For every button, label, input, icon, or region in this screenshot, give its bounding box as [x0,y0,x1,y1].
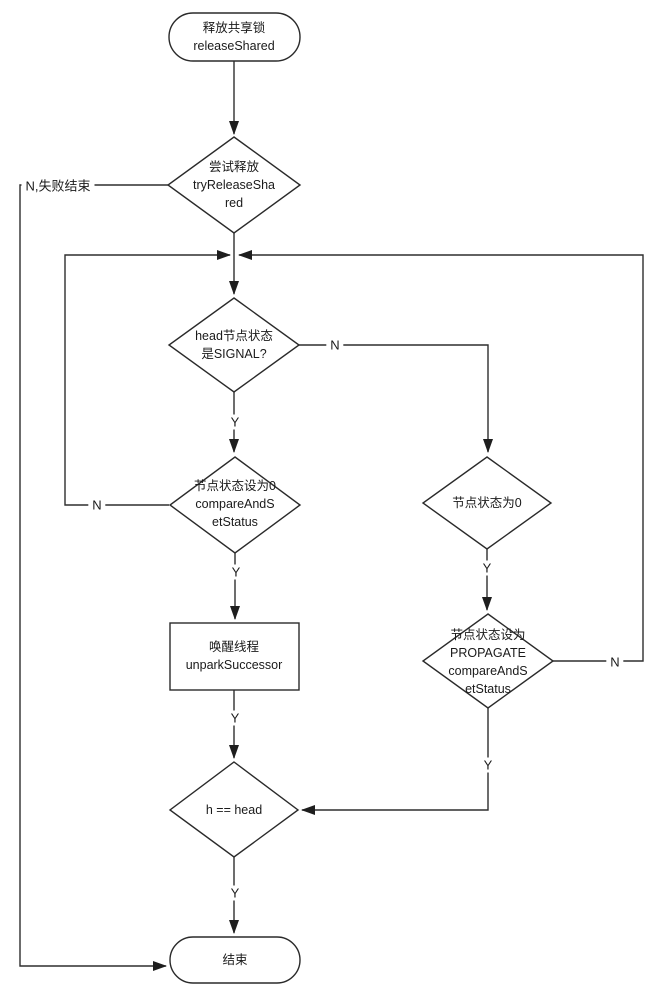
node-shape-status-zero [421,456,553,550]
edge-caszero-n-loop [64,250,231,506]
edge-propagate-y-to-hhead [301,708,489,815]
edge-signal-n-to-statuszero [299,344,493,453]
node-shape-cas-set-propagate [421,613,555,709]
node-shape-start [168,12,301,62]
edge-propagate-n-loop [238,250,644,662]
node-shape-unpark [169,622,300,691]
edge-fail-loop [19,184,168,971]
node-shape-head-signal [167,297,301,393]
node-shape-end [169,936,301,984]
node-shape-try-release [166,136,302,234]
node-shape-cas-set-zero [168,456,302,554]
node-shape-h-equals-head [168,761,300,858]
